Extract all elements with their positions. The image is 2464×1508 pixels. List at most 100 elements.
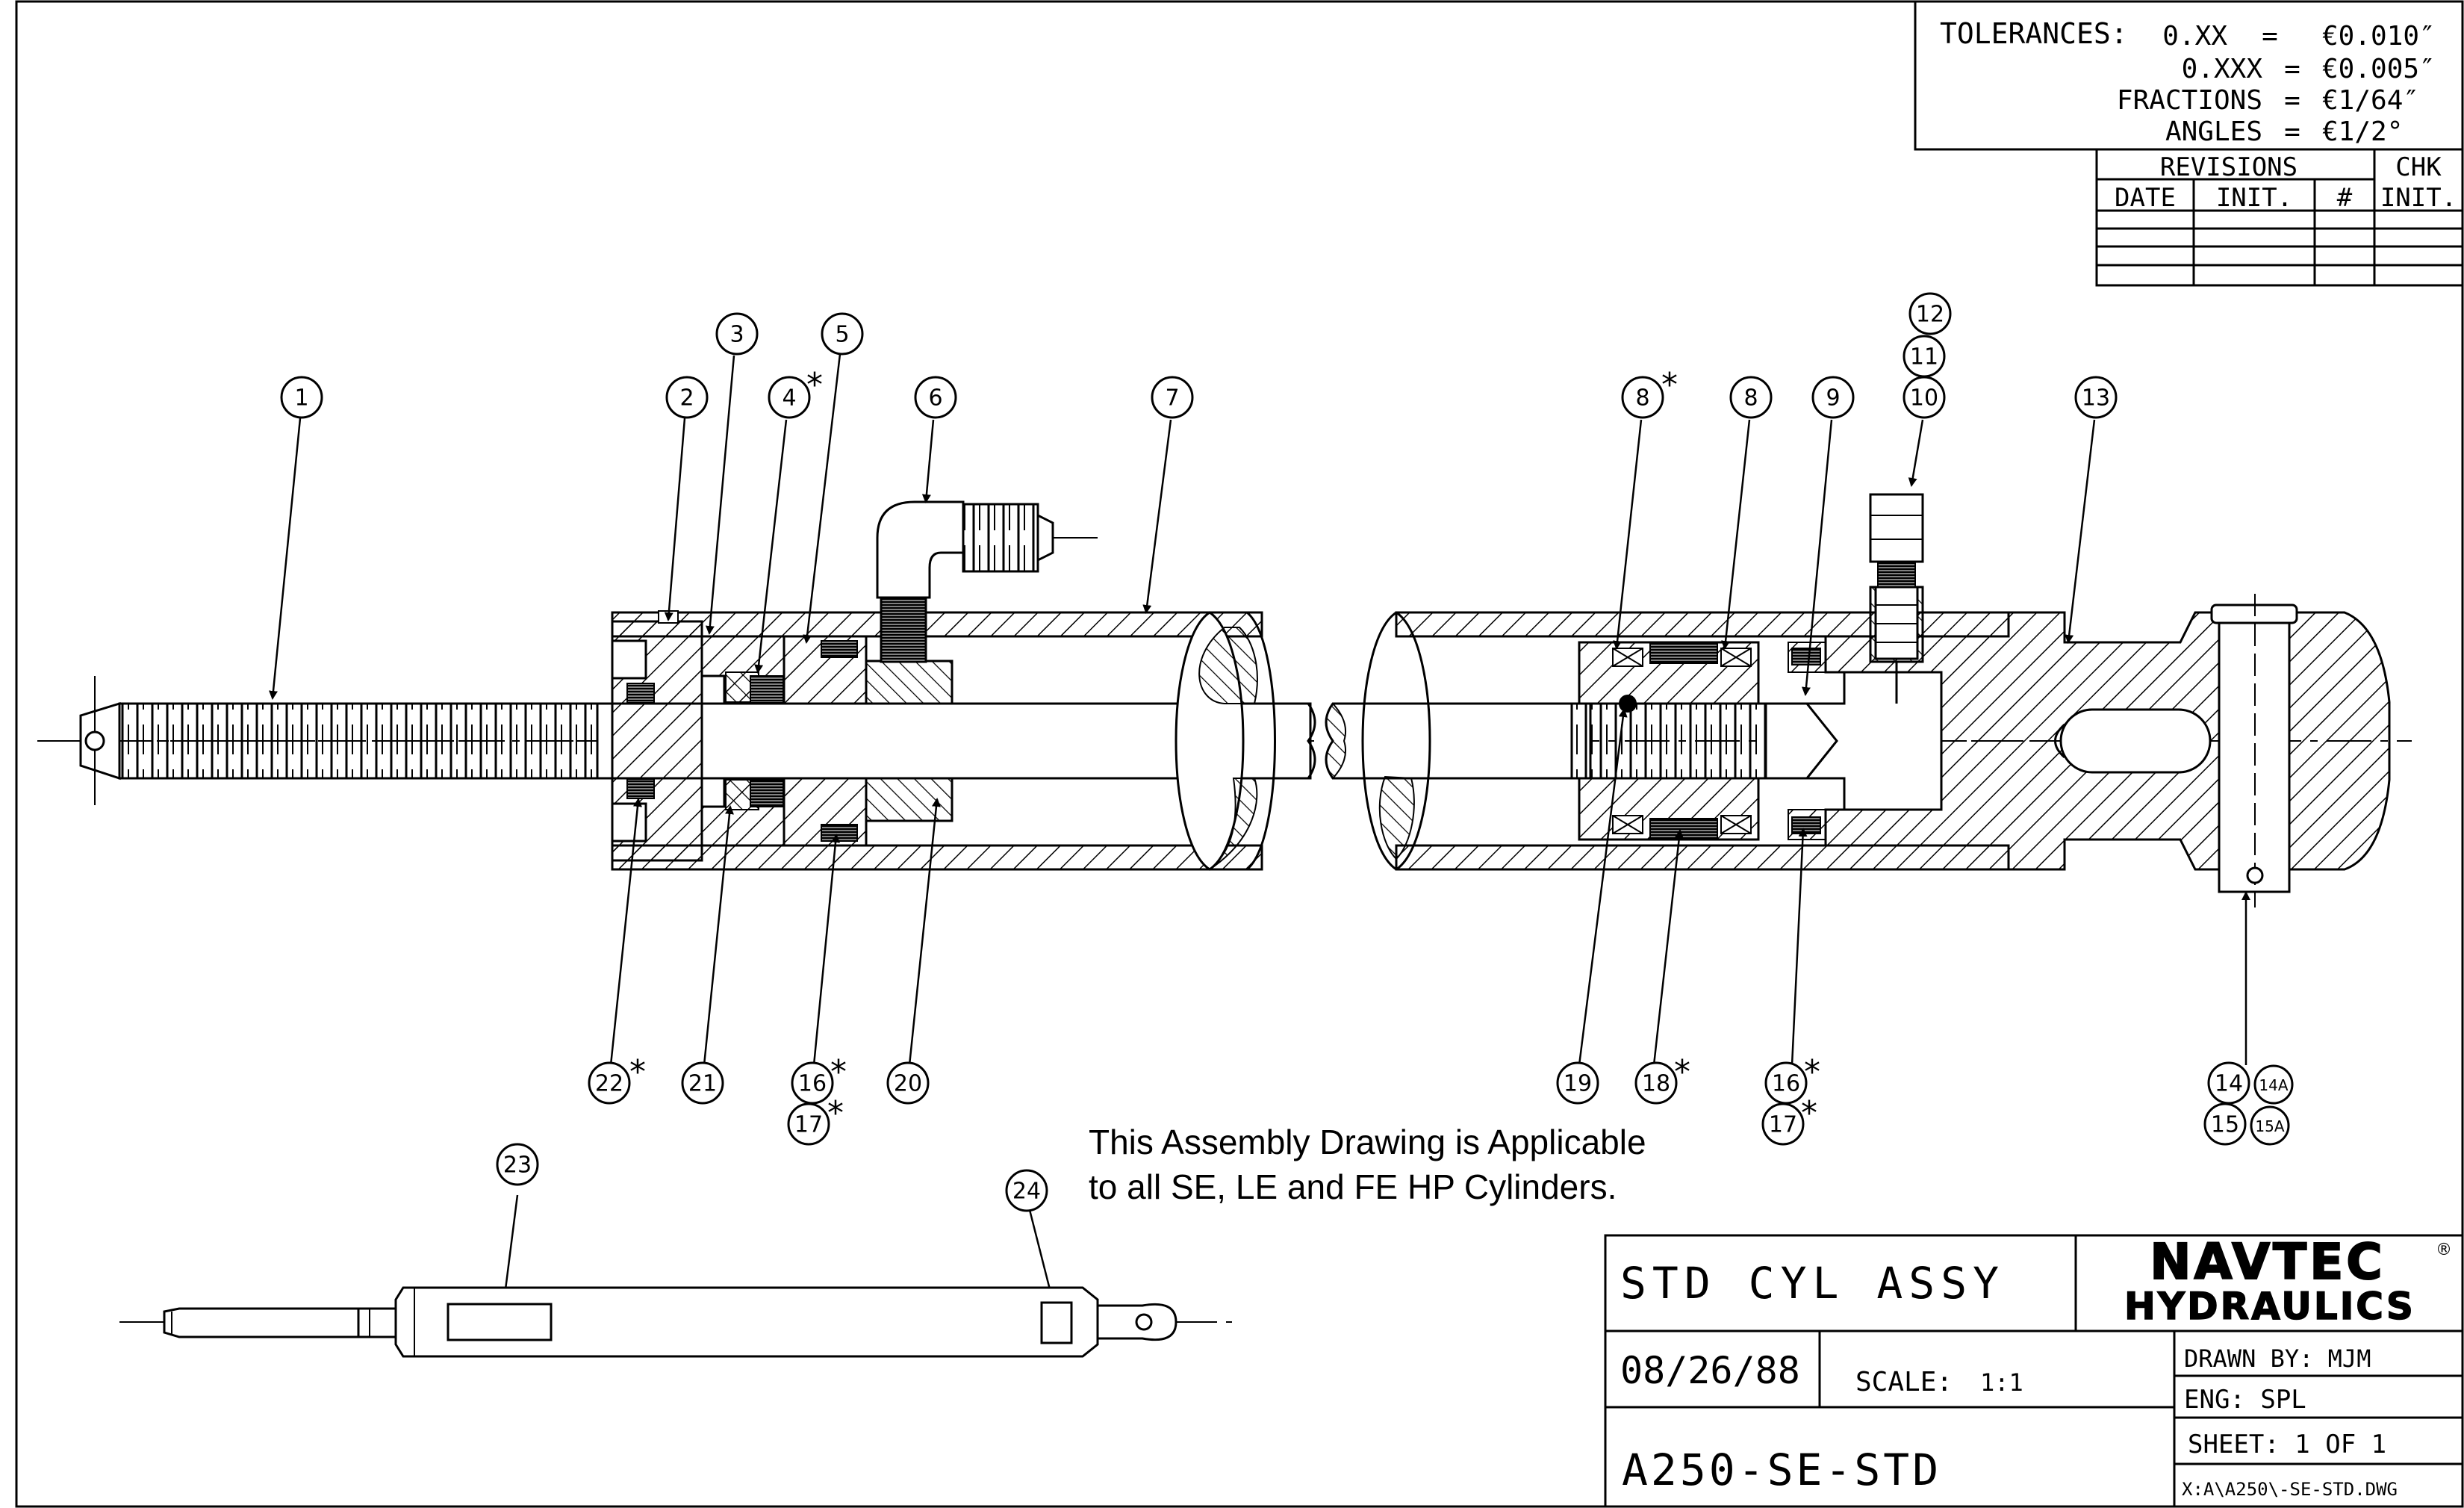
sheet-border	[15, 0, 2464, 1508]
svg-text:24: 24	[1012, 1179, 1041, 1205]
svg-text:14A: 14A	[2259, 1076, 2288, 1094]
balloon-22: 22	[588, 1061, 631, 1105]
logo-hydraulics: HYDRAULICS	[2124, 1285, 2415, 1328]
balloon-18: 18	[1634, 1061, 1678, 1105]
clevis-pin	[2210, 594, 2298, 907]
logo-navtec: NAVTEC	[2150, 1233, 2385, 1291]
balloon-20: 20	[886, 1061, 930, 1105]
scale-label: SCALE:	[1855, 1367, 1953, 1397]
drawing-date: 08/26/88	[1620, 1349, 1800, 1392]
svg-text:6: 6	[928, 385, 942, 412]
balloon-6: 6	[914, 376, 957, 419]
svg-text:*: *	[806, 366, 823, 404]
revisions-col-chk-init: INIT.	[2380, 183, 2457, 213]
sheet-number: SHEET: 1 OF 1	[2188, 1430, 2386, 1459]
tolerance-key-fractions: FRACTIONS	[2117, 85, 2262, 116]
svg-text:*: *	[629, 1053, 646, 1091]
piston-rod	[596, 702, 1592, 780]
balloon-17-right: 17	[1761, 1102, 1805, 1146]
balloon-5: 5	[821, 312, 864, 356]
eng: ENG: SPL	[2184, 1385, 2306, 1415]
item-balloons: 1 2 3 4 5 6 7 8 8 9 10 11 12 13 22 21 16…	[280, 292, 2294, 1212]
svg-text:*: *	[1674, 1053, 1690, 1091]
tolerances-label: TOLERANCES:	[1940, 17, 2128, 50]
balloon-9: 9	[1811, 376, 1855, 419]
tolerance-key-xxx: 0.XXX	[2182, 54, 2263, 84]
revisions-title: REVISIONS	[2160, 152, 2297, 182]
svg-text:8: 8	[1743, 385, 1758, 412]
svg-text:*: *	[830, 1053, 847, 1091]
revisions-col-init: INIT.	[2216, 183, 2292, 213]
balloon-11: 11	[1903, 335, 1946, 378]
svg-text:12: 12	[1916, 302, 1944, 328]
svg-text:13: 13	[2082, 385, 2110, 412]
svg-text:=: =	[2284, 117, 2300, 147]
svg-text:9: 9	[1826, 385, 1840, 412]
title-block	[1604, 1234, 2464, 1508]
svg-text:=: =	[2262, 21, 2278, 52]
balloon-1: 1	[280, 376, 323, 419]
tolerance-value-xxx: €0.005″	[2322, 54, 2436, 84]
balloon-12: 12	[1908, 292, 1952, 335]
tolerance-value-angles: €1/2°	[2322, 117, 2403, 147]
svg-text:18: 18	[1642, 1071, 1670, 1097]
revisions-col-number: #	[2337, 183, 2353, 213]
tolerance-key-xx: 0.XX	[2162, 21, 2227, 52]
balloon-14: 14	[2207, 1061, 2250, 1105]
svg-text:8: 8	[1635, 385, 1649, 412]
drawing-number: A250-SE-STD	[1622, 1445, 1941, 1495]
note-line-1: This Assembly Drawing is Applicable	[1089, 1123, 1646, 1161]
leader-lines	[269, 353, 2250, 1303]
svg-text:11: 11	[1910, 344, 1938, 370]
cylinder-barrel-left	[611, 611, 1276, 871]
revisions-table: REVISIONS CHK DATE INIT. # INIT.	[2095, 148, 2464, 287]
svg-text:7: 7	[1165, 385, 1179, 412]
balloon-10: 10	[1903, 376, 1946, 419]
balloon-15: 15	[2203, 1102, 2247, 1146]
bleed-fitting	[1869, 493, 1924, 704]
svg-text:*: *	[827, 1094, 844, 1132]
balloon-2: 2	[665, 376, 709, 419]
svg-text:21: 21	[688, 1071, 717, 1097]
balloon-7: 7	[1151, 376, 1194, 419]
tolerance-value-fractions: €1/64″	[2322, 85, 2419, 116]
svg-text:*: *	[1661, 366, 1678, 404]
svg-text:3: 3	[729, 322, 744, 348]
svg-text:17: 17	[1769, 1112, 1797, 1138]
balloon-4: 4	[768, 376, 811, 419]
tolerances-block: TOLERANCES: 0.XX = €0.010″ 0.XXX = €0.00…	[1914, 0, 2464, 151]
revisions-col-date: DATE	[2115, 183, 2176, 213]
svg-text:14: 14	[2215, 1071, 2243, 1097]
balloon-17-left: 17	[787, 1102, 830, 1146]
balloon-8-star: 8	[1621, 376, 1664, 419]
tolerance-key-angles: ANGLES	[2165, 117, 2262, 147]
svg-text:=: =	[2284, 85, 2300, 116]
balloon-13: 13	[2074, 376, 2118, 419]
cylinder-assembly-section	[37, 493, 2412, 907]
scale-value: 1:1	[1980, 1368, 2023, 1397]
drawing-title: STD CYL ASSY	[1620, 1258, 2005, 1309]
balloon-21: 21	[681, 1061, 724, 1105]
svg-text:1: 1	[294, 385, 308, 412]
svg-text:19: 19	[1564, 1071, 1592, 1097]
logo-registered: ®	[2436, 1241, 2452, 1259]
drawn-by: DRAWN BY: MJM	[2184, 1344, 2371, 1373]
svg-text:20: 20	[894, 1071, 922, 1097]
tolerance-value-xx: €0.010″	[2322, 21, 2436, 52]
balloon-19: 19	[1556, 1061, 1599, 1105]
svg-text:15A: 15A	[2255, 1117, 2284, 1135]
balloon-14a: 14A	[2253, 1064, 2294, 1105]
exterior-view	[119, 1286, 1232, 1358]
balloon-15a: 15A	[2250, 1105, 2290, 1146]
spare-kit-asterisks: * * * * * * * *	[629, 366, 1820, 1132]
balloon-16-left: 16	[791, 1061, 834, 1105]
svg-text:22: 22	[595, 1071, 623, 1097]
svg-text:23: 23	[503, 1152, 532, 1179]
svg-text:15: 15	[2211, 1112, 2239, 1138]
svg-text:*: *	[1801, 1094, 1817, 1132]
file-path: X:A\A250\-SE-STD.DWG	[2182, 1479, 2398, 1500]
svg-text:10: 10	[1910, 385, 1938, 412]
title-block-text: STD CYL ASSY NAVTEC ® HYDRAULICS 08/26/8…	[1620, 1232, 2452, 1500]
rod-eye-left	[79, 676, 121, 805]
